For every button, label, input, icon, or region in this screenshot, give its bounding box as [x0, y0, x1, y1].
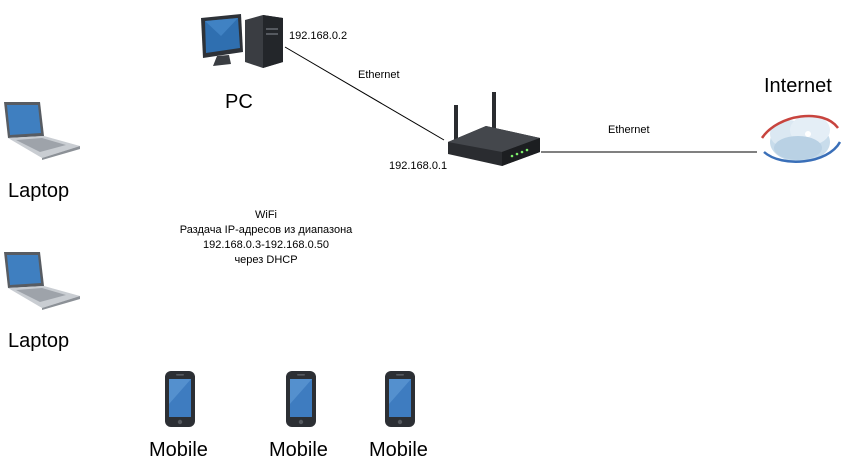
pc-label: PC	[225, 91, 253, 113]
link-router-internet-label: Ethernet	[608, 124, 650, 136]
internet-label: Internet	[764, 75, 832, 97]
link-pc-router-label: Ethernet	[358, 69, 400, 81]
wifi-router-icon	[446, 90, 542, 168]
mobile-3-label: Mobile	[369, 439, 428, 461]
pc-ip-label: 192.168.0.2	[289, 30, 348, 42]
laptop-2-label: Laptop	[8, 330, 70, 352]
smartphone-icon	[164, 370, 196, 428]
desktop-pc-icon	[199, 12, 285, 70]
link-pc-router	[284, 46, 445, 141]
mobile-1-label: Mobile	[149, 439, 208, 461]
smartphone-icon	[384, 370, 416, 428]
laptop-1-label: Laptop	[8, 180, 70, 202]
wifi-note-line-3: 192.168.0.3-192.168.0.50	[202, 239, 329, 251]
wifi-note-line-1: WiFi	[255, 209, 277, 221]
wifi-note-line-2: Раздача IP-адресов из диапазона	[179, 224, 353, 236]
laptop-icon	[2, 250, 82, 310]
cloud-globe-icon	[758, 108, 842, 168]
wifi-dhcp-note: WiFi Раздача IP-адресов из диапазона 192…	[164, 208, 368, 268]
wifi-note-line-4: через DHCP	[234, 254, 298, 266]
smartphone-icon	[285, 370, 317, 428]
laptop-icon	[2, 100, 82, 160]
router-ip-label: 192.168.0.1	[389, 160, 448, 172]
mobile-2-label: Mobile	[269, 439, 328, 461]
